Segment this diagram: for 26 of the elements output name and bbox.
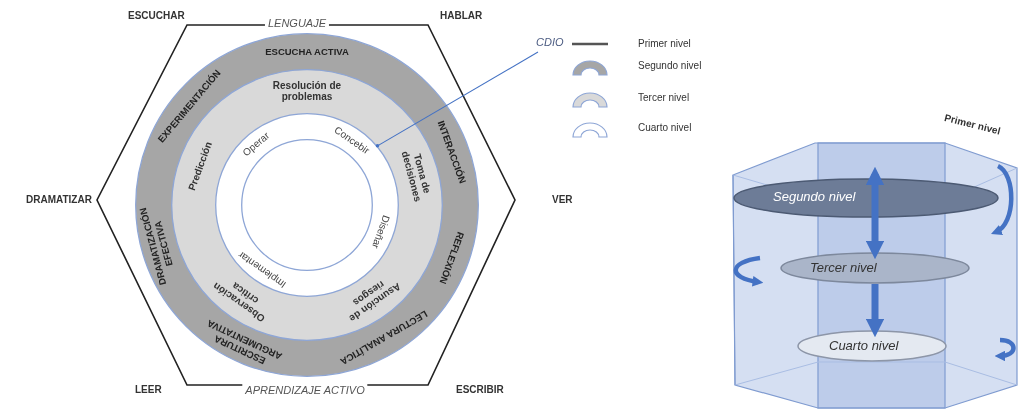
level-disc bbox=[797, 330, 947, 362]
legend-label: Primer nivel bbox=[638, 38, 691, 49]
ring-label: ESCUCHA ACTIVA bbox=[264, 45, 350, 57]
hexagon-side-label: APRENDIZAJE ACTIVO bbox=[242, 384, 368, 396]
level-label: Cuarto nivel bbox=[829, 338, 899, 353]
legend-label: Segundo nivel bbox=[638, 60, 702, 71]
prism-label: Primer nivel bbox=[943, 112, 1002, 137]
level-disc bbox=[780, 252, 970, 284]
leader-line bbox=[375, 51, 539, 148]
ring-label: Resolución de problemas bbox=[271, 80, 343, 102]
ring-band bbox=[135, 33, 479, 377]
arrow bbox=[865, 284, 885, 338]
corner-label: ESCUCHAR bbox=[128, 10, 185, 21]
annotation-label: CDIO bbox=[536, 36, 572, 52]
hexagon-side-label: LENGUAJE bbox=[264, 17, 330, 29]
legend-label: Cuarto nivel bbox=[638, 122, 692, 133]
corner-label: LEER bbox=[135, 384, 162, 395]
level-label: Segundo nivel bbox=[773, 189, 856, 204]
corner-label: HABLAR bbox=[440, 10, 483, 21]
corner-label: ESCRIBIR bbox=[456, 384, 504, 395]
arrow bbox=[865, 166, 885, 260]
legend-label: Tercer nivel bbox=[638, 92, 690, 103]
corner-label: VER bbox=[552, 194, 573, 205]
level-label: Tercer nivel bbox=[810, 260, 877, 275]
corner-label: DRAMATIZAR bbox=[26, 194, 92, 205]
level-disc bbox=[733, 178, 999, 218]
